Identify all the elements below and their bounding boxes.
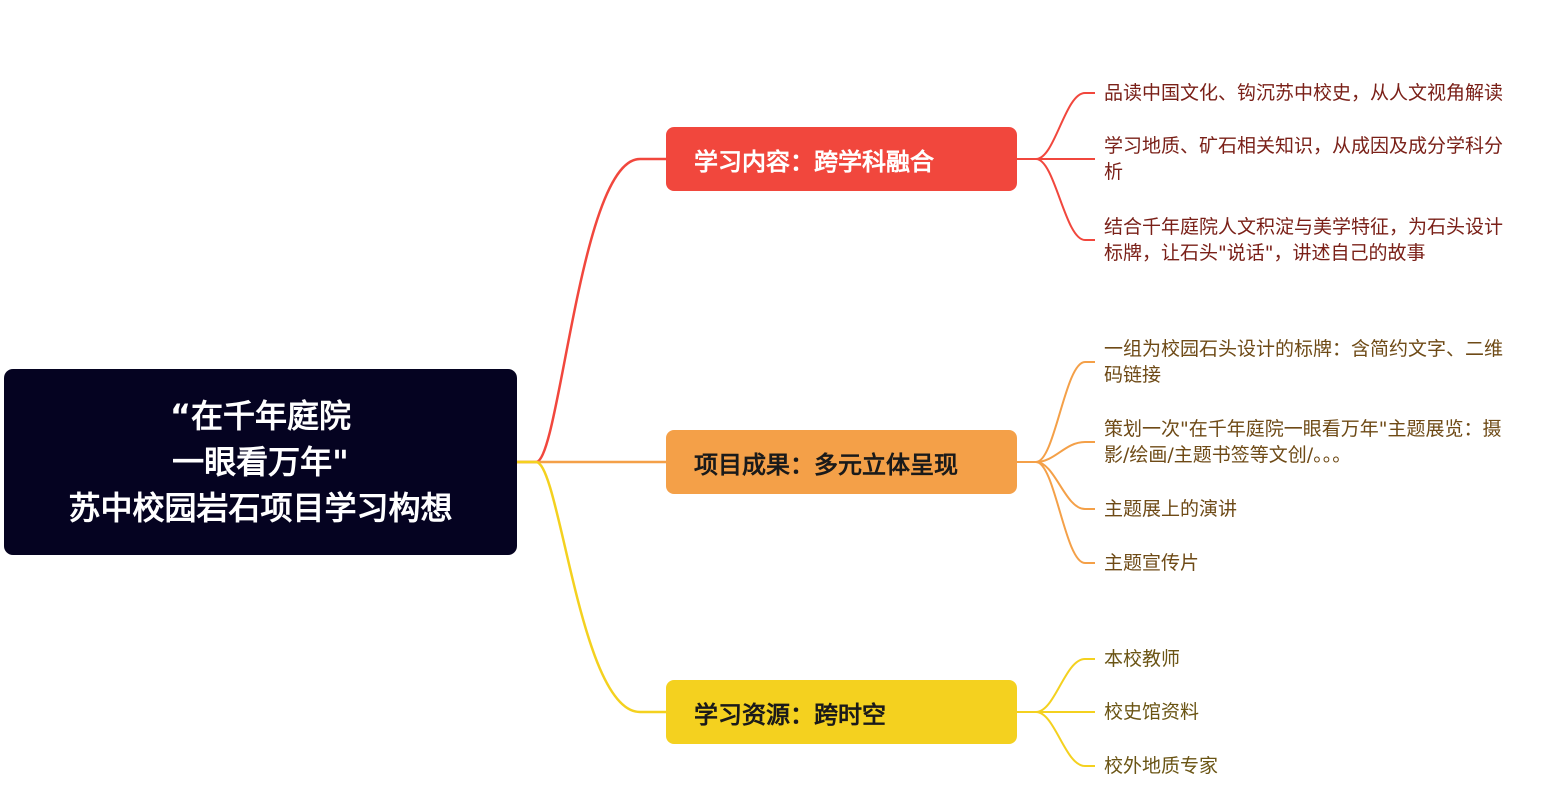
leaf-line: 一组为校园石头设计的标牌：含简约文字、二维: [1104, 338, 1504, 360]
branch-node-learning-resources[interactable]: 学习资源：跨时空: [666, 680, 1017, 744]
root-node[interactable]: “在千年庭院 一眼看万年" 苏中校园岩石项目学习构想: [4, 369, 517, 555]
leaf-line: 校史馆资料: [1104, 701, 1200, 723]
leaf-line: 策划一次"在千年庭院一眼看万年"主题展览：摄: [1104, 418, 1502, 440]
connector-b2-leaf2: [1017, 441, 1095, 463]
leaf-line: 主题宣传片: [1104, 552, 1200, 574]
leaf-line: 析: [1104, 161, 1124, 183]
branch-label: 项目成果：多元立体呈现: [694, 450, 958, 479]
leaf-line: 本校教师: [1104, 648, 1181, 670]
leaf-node[interactable]: 一组为校园石头设计的标牌：含简约文字、二维 码链接: [1104, 336, 1544, 388]
connector-root-branch1: [517, 157, 666, 464]
leaf-line: 码链接: [1104, 364, 1162, 386]
connector-b1-leaf1: [1017, 92, 1095, 160]
leaf-line: 影/绘画/主题书签等文创/。。。: [1104, 444, 1352, 466]
leaf-line: 主题展上的演讲: [1104, 498, 1238, 520]
connector-b3-leaf3: [1017, 711, 1095, 767]
leaf-node[interactable]: 品读中国文化、钩沉苏中校史，从人文视角解读: [1104, 80, 1544, 106]
leaf-node[interactable]: 本校教师: [1104, 646, 1544, 672]
root-line-1: “在千年庭院: [169, 397, 352, 435]
connector-b1-leaf3: [1017, 158, 1095, 241]
branch-node-project-outcomes[interactable]: 项目成果：多元立体呈现: [666, 430, 1017, 494]
leaf-node[interactable]: 结合千年庭院人文积淀与美学特征，为石头设计 标牌，让石头"说话"，讲述自己的故事: [1104, 214, 1544, 266]
leaf-node[interactable]: 校外地质专家: [1104, 753, 1544, 779]
branch-label: 学习资源：跨时空: [694, 700, 886, 729]
leaf-node[interactable]: 主题展上的演讲: [1104, 496, 1544, 522]
leaf-line: 学习地质、矿石相关知识，从成因及成分学科分: [1104, 135, 1504, 157]
root-line-2: 一眼看万年": [172, 443, 349, 481]
leaf-node[interactable]: 主题宣传片: [1104, 550, 1544, 576]
leaf-node[interactable]: 校史馆资料: [1104, 699, 1544, 725]
leaf-node[interactable]: 学习地质、矿石相关知识，从成因及成分学科分 析: [1104, 133, 1544, 185]
connector-b2-leaf4: [1017, 461, 1095, 564]
connector-root-branch3: [517, 460, 666, 714]
root-line-3: 苏中校园岩石项目学习构想: [68, 489, 453, 527]
leaf-line: 品读中国文化、钩沉苏中校史，从人文视角解读: [1104, 82, 1504, 104]
connector-b2-leaf1: [1017, 361, 1095, 463]
branch-node-learning-content[interactable]: 学习内容：跨学科融合: [666, 127, 1017, 191]
leaf-node[interactable]: 策划一次"在千年庭院一眼看万年"主题展览：摄 影/绘画/主题书签等文创/。。。: [1104, 416, 1544, 468]
leaf-line: 结合千年庭院人文积淀与美学特征，为石头设计: [1104, 216, 1504, 238]
leaf-line: 校外地质专家: [1104, 755, 1219, 777]
connector-b3-leaf1: [1017, 658, 1095, 713]
branch-label: 学习内容：跨学科融合: [694, 147, 934, 176]
leaf-line: 标牌，让石头"说话"，讲述自己的故事: [1104, 242, 1426, 264]
